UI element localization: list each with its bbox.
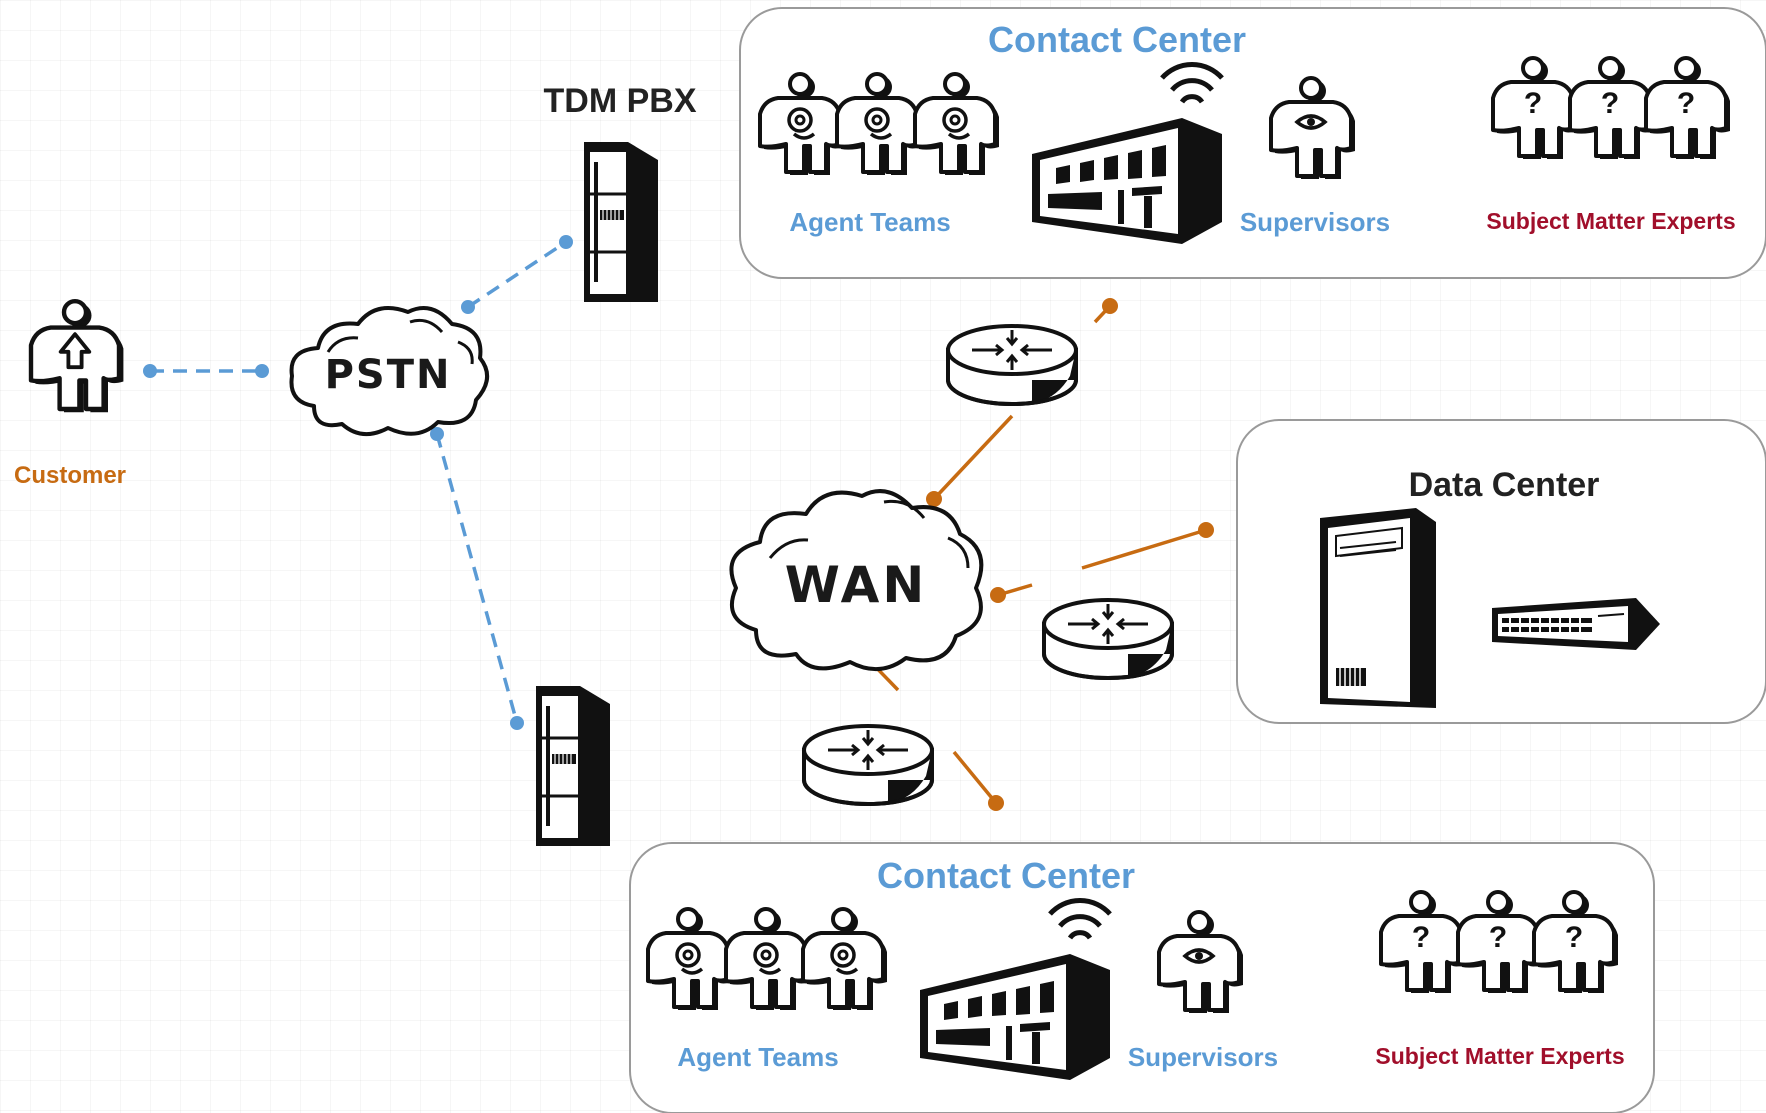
sme-top-icons (1493, 58, 1730, 159)
data-center-title: Data Center (1409, 466, 1600, 504)
contact-center-top-title: Contact Center (988, 19, 1246, 60)
supervisors-top-label: Supervisors (1240, 207, 1390, 237)
pstn-link-endpoints (143, 235, 573, 730)
tdm-pbx-label: TDM PBX (544, 82, 697, 120)
pstn-cloud-icon[interactable]: PSTN (289, 306, 489, 436)
link-pstn-tdm-pbx (467, 240, 567, 309)
sme-bottom-label: Subject Matter Experts (1375, 1043, 1624, 1069)
router-top-icon[interactable] (946, 324, 1078, 406)
tdm-pbx-server-icon[interactable] (582, 140, 660, 304)
agent-teams-top-label: Agent Teams (789, 207, 950, 237)
pstn-links (150, 240, 567, 724)
wan-cloud-icon[interactable]: WAN (729, 489, 984, 671)
supervisors-bottom-label: Supervisors (1128, 1042, 1278, 1072)
contact-center-bottom-title: Contact Center (877, 855, 1135, 896)
sme-top-label: Subject Matter Experts (1486, 208, 1735, 234)
router-data-center-icon[interactable] (1042, 598, 1174, 680)
router-bottom-icon[interactable] (802, 724, 934, 806)
link-wan-router-top (932, 414, 1014, 501)
sme-bottom-icons (1381, 892, 1618, 993)
customer-label: Customer (14, 462, 126, 489)
contact-center-bottom-box (629, 842, 1655, 1113)
link-pstn-ip-pbx (435, 433, 519, 724)
contact-center-top-box (739, 7, 1766, 279)
agent-teams-top-icons (760, 74, 999, 175)
link-router-dc (1081, 528, 1207, 570)
pbx-server-icon[interactable] (534, 684, 612, 848)
agent-teams-bottom-label: Agent Teams (677, 1042, 838, 1072)
link-router-bottom-cc (952, 750, 998, 805)
pstn-label: PSTN (325, 352, 452, 398)
agent-teams-bottom-icons (648, 909, 887, 1010)
data-center-server-icon[interactable] (1319, 507, 1437, 709)
customer-person-icon[interactable] (31, 301, 123, 412)
wan-label: WAN (785, 556, 927, 614)
